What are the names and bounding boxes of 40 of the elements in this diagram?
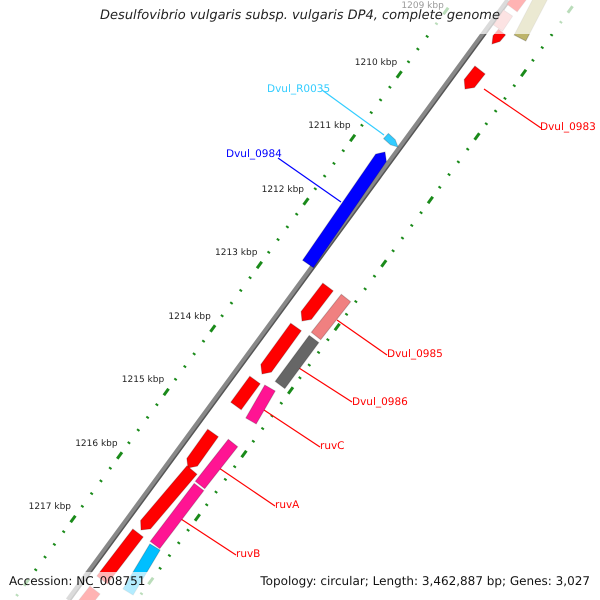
leader-line (218, 468, 276, 506)
gene-feature (230, 376, 261, 410)
leader-line (298, 368, 352, 402)
leader-line (180, 518, 236, 556)
gene-feature (245, 384, 276, 425)
tick-label: 1210 kbp (354, 58, 398, 68)
tick-label: 1216 kbp (75, 438, 118, 449)
tick-label: 1213 kbp (215, 248, 258, 258)
gene-label: Dvul_R0035 (267, 83, 330, 96)
gene-feature (300, 282, 334, 322)
gene-feature (310, 294, 352, 340)
tick-label: 1217 kbp (28, 502, 71, 512)
gene-feature (274, 334, 320, 390)
gene-feature (150, 482, 204, 550)
gene-label: ruvC (320, 440, 345, 452)
leader-line (336, 320, 388, 356)
gene-feature (302, 151, 387, 268)
diagram-title: Desulfovibrio vulgaris subsp. vulgaris DP4, complete genome (99, 9, 501, 24)
leader-line (278, 158, 342, 202)
leader-line (484, 88, 542, 128)
gene-feature (382, 132, 399, 148)
gene-label: ruvA (275, 499, 300, 512)
gene-label: Dvul_0983 (540, 121, 596, 134)
genome-stats-label: Topology: circular; Length: 3,462,887 bp; Genes: 3,027 (260, 575, 590, 589)
gene-feature (140, 465, 198, 531)
tick-label: 1215 kbp (122, 375, 164, 386)
tick-label: 1214 kbp (168, 312, 211, 322)
accession-label: Accession: NC_008751 (9, 575, 146, 589)
gene-feature (186, 428, 219, 469)
gene-feature (260, 322, 302, 375)
leader-line (264, 410, 320, 448)
gene-label: Dvul_0985 (387, 348, 443, 360)
tick-label: 1211 kbp (308, 121, 351, 132)
gene-feature (464, 65, 486, 90)
gene-label: Dvul_0986 (352, 396, 408, 408)
gene-label: Dvul_0984 (226, 148, 282, 160)
gene-label: ruvB (236, 548, 260, 560)
gene-feature (194, 438, 238, 490)
leader-line (322, 90, 384, 136)
tick-label: 1212 kbp (262, 184, 304, 195)
